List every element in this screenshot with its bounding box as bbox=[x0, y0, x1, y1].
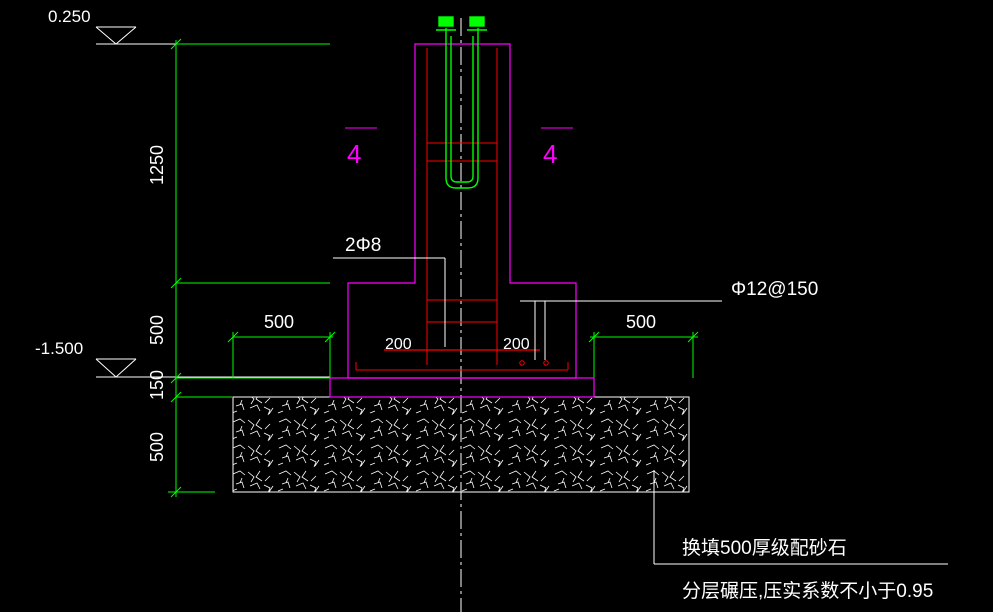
fill-height-label: 500 bbox=[147, 432, 167, 462]
elevation-top-label: 0.250 bbox=[48, 7, 91, 26]
concrete-outline bbox=[347, 43, 577, 379]
cushion-height-label: 150 bbox=[147, 370, 167, 400]
bottom-mesh-label: Φ12@150 bbox=[731, 279, 818, 300]
left-extension-label: 500 bbox=[264, 312, 294, 332]
stirrup-label: 2Φ8 bbox=[345, 235, 381, 256]
section-mark-left-label: 4 bbox=[347, 139, 361, 169]
gravel-fill bbox=[232, 396, 690, 493]
rebar-cage bbox=[355, 48, 569, 371]
note-line-1: 换填500厚级配砂石 bbox=[682, 537, 847, 559]
cushion-layer bbox=[329, 377, 595, 398]
left-cover-label: 200 bbox=[385, 336, 412, 353]
pedestal-height-label: 1250 bbox=[147, 145, 167, 185]
footing-height-label: 500 bbox=[147, 315, 167, 345]
anchor-bolts bbox=[436, 16, 487, 189]
elevation-bottom-label: -1.500 bbox=[35, 339, 83, 358]
leader-lines bbox=[333, 257, 948, 565]
right-extension-label: 500 bbox=[626, 312, 656, 332]
elevation-marker-bottom bbox=[95, 358, 330, 378]
vertical-dimension-chain bbox=[168, 38, 330, 498]
note-line-2: 分层碾压,压实系数不小于0.95 bbox=[682, 580, 933, 602]
elevation-marker-top bbox=[95, 26, 330, 45]
section-mark-right-label: 4 bbox=[543, 139, 557, 169]
right-cover-label: 200 bbox=[503, 336, 530, 353]
horizontal-dimensions bbox=[227, 331, 699, 378]
